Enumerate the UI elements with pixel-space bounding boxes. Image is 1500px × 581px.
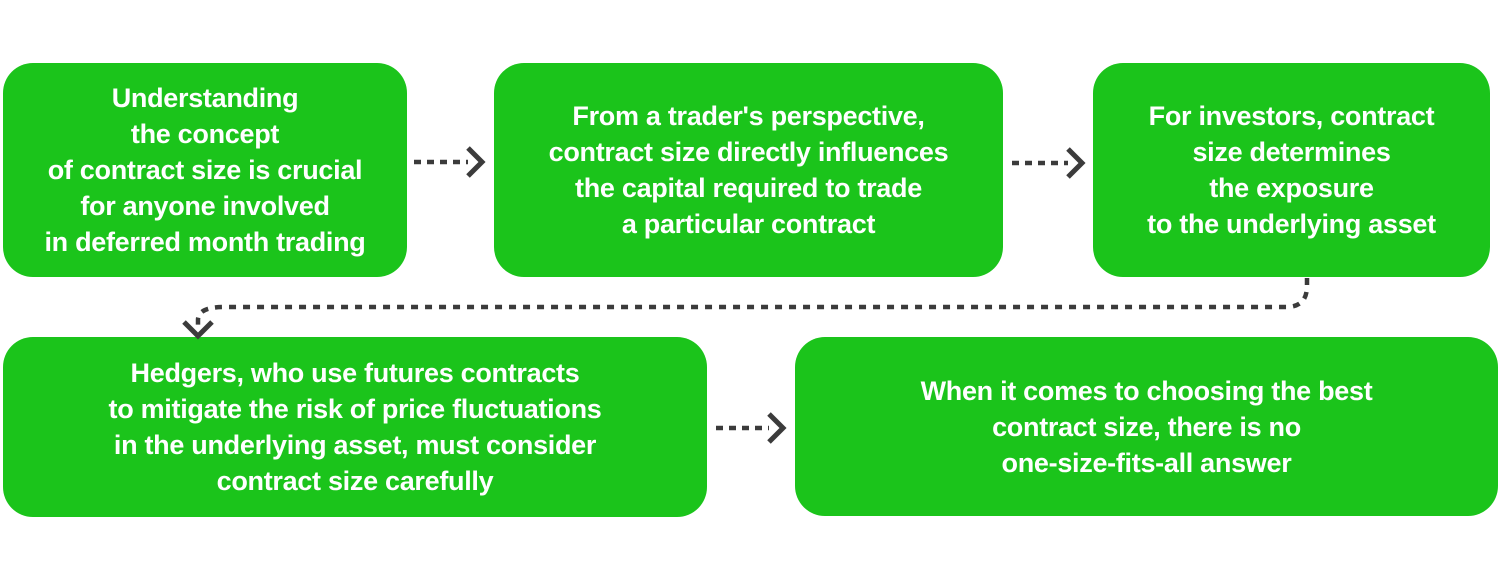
flow-node-trader-perspective: From a trader's perspective, contract si… xyxy=(494,63,1003,277)
flow-node-text: Understanding the concept of contract si… xyxy=(44,83,366,257)
flow-node-text: From a trader's perspective, contract si… xyxy=(548,101,949,239)
flow-node-hedgers: Hedgers, who use futures contracts to mi… xyxy=(3,337,707,517)
dashed-arrow-1-to-2 xyxy=(414,146,486,178)
dashed-arrow-2-to-3 xyxy=(1012,147,1086,179)
flow-node-text: For investors, contract size determines … xyxy=(1147,101,1436,239)
arrowhead-right-icon xyxy=(767,412,787,444)
flow-node-investor-exposure: For investors, contract size determines … xyxy=(1093,63,1490,277)
arrowhead-down-icon xyxy=(182,320,214,340)
dashed-elbow-line xyxy=(195,278,1310,325)
dashed-arrow-4-to-5 xyxy=(716,412,787,444)
flow-node-text: Hedgers, who use futures contracts to mi… xyxy=(108,358,602,496)
flow-node-understanding-concept: Understanding the concept of contract si… xyxy=(3,63,407,277)
arrowhead-right-icon xyxy=(466,146,486,178)
flow-node-text: When it comes to choosing the best contr… xyxy=(920,375,1373,478)
dashed-elbow-3-to-4 xyxy=(182,278,1310,340)
arrowhead-right-icon xyxy=(1066,147,1086,179)
flow-node-no-one-size-fits-all: When it comes to choosing the best contr… xyxy=(795,337,1498,516)
